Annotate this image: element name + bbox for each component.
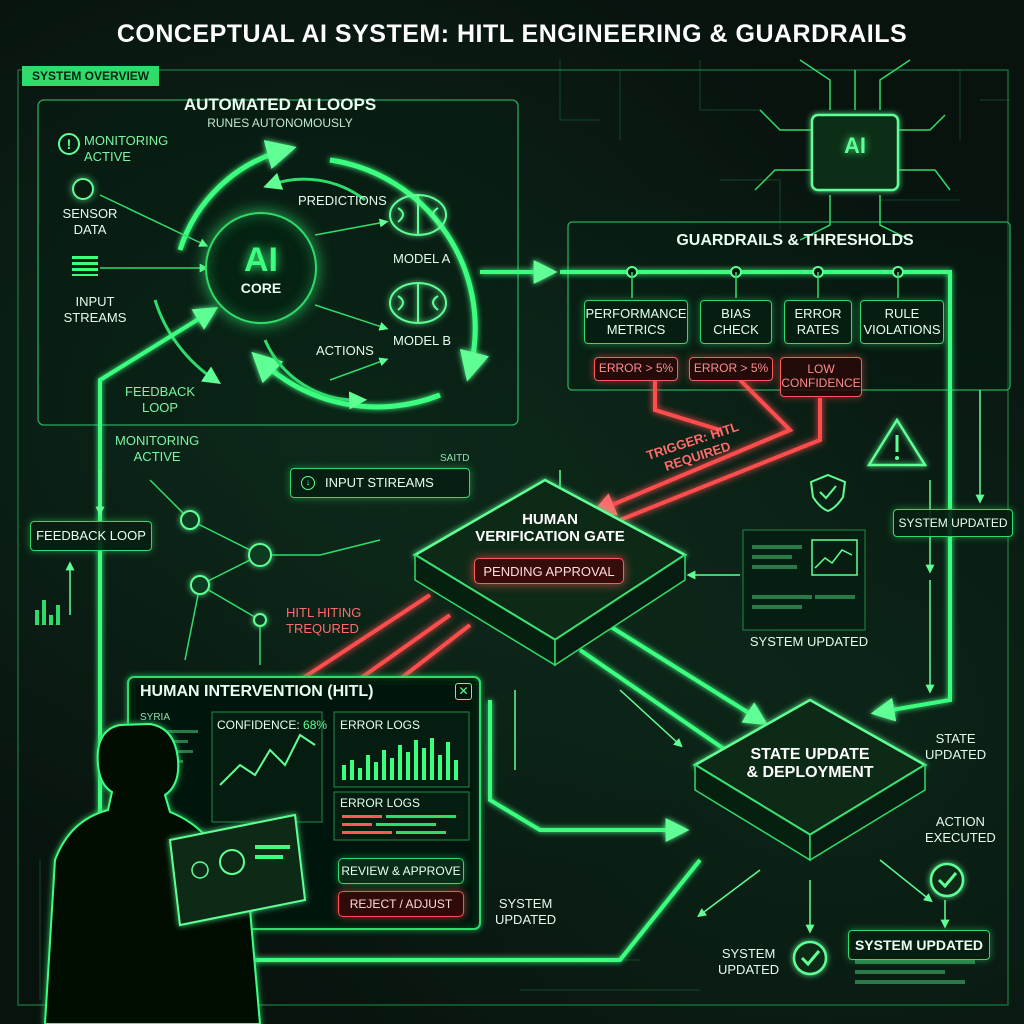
input-streams-icon [72, 256, 98, 276]
hitl-side-tag: SYRIA [140, 712, 171, 723]
ai-core: AI CORE [205, 212, 317, 324]
alert-icon: ! [58, 133, 80, 155]
deploy-slab [692, 698, 928, 862]
guardrails-title: GUARDRAILS & THRESHOLDS [676, 232, 914, 249]
performance-metrics-box: PERFORMANCE METRICS [584, 300, 688, 344]
error-rates-box: ERROR RATES [784, 300, 852, 344]
inner-arcs [153, 172, 368, 410]
check-circles [792, 862, 965, 976]
shield-graphic [809, 473, 847, 513]
alert-error-rate-2: ERROR > 5% [689, 357, 773, 381]
pending-approval-badge: PENDING APPROVAL [474, 558, 624, 584]
error-logs-title-2: ERROR LOGS [340, 796, 421, 810]
model-a-label: MODEL A [393, 251, 451, 266]
feedback-loop-label: FEEDBACK LOOP [125, 384, 196, 415]
system-overview-tag: SYSTEM OVERVIEW [22, 66, 160, 86]
loops-title: AUTOMATED AI LOOPS [183, 95, 377, 114]
monitoring-active-label: MONITORING ACTIVE [84, 133, 169, 164]
page-title: CONCEPTUAL AI SYSTEM: HITL ENGINEERING &… [116, 20, 908, 48]
core-connectors [99, 194, 389, 381]
deploy-title: STATE UPDATE & DEPLOYMENT [746, 746, 874, 782]
confidence-value: 68% [303, 718, 328, 732]
ai-chip-graphic [754, 59, 951, 241]
model-b-label: MODEL B [393, 333, 452, 348]
loop-arcs [177, 140, 489, 410]
tablet-graphic [168, 813, 307, 927]
system-updated-box: SYSTEM UPDATED [848, 930, 990, 960]
system-updated-bottom-label: SYSTEM UPDATED [718, 946, 780, 977]
warning-triangle-graphic [866, 417, 928, 467]
download-icon: ↓ [301, 476, 315, 490]
state-updated-label: STATE UPDATED [925, 731, 987, 762]
left-mini-chart [35, 600, 60, 625]
guardrail-drops [631, 272, 899, 298]
code-tag: SAITD [440, 453, 470, 464]
ai-chip-label: AI [844, 133, 866, 158]
sensor-data-label: SENSOR DATA [62, 206, 118, 237]
feedback-loop-box: FEEDBACK LOOP [30, 521, 152, 551]
confidence-label: CONFIDENCE: [217, 718, 300, 732]
network-lines [149, 479, 381, 665]
hitl-required-label: HITL HITING TREQURED [286, 605, 362, 636]
input-streams-box: ↓ INPUT STIREAMS [290, 468, 470, 498]
hitl-panel-title: HUMAN INTERVENTION (HITL) [140, 683, 374, 700]
alert-low-confidence: LOW CONFIDENCE [780, 357, 862, 397]
loops-subtitle: RUNES AUTONOMOUSLY [207, 116, 353, 130]
rule-violations-box: RULE VIOLATIONS [860, 300, 944, 344]
ai-core-label: CORE [240, 279, 282, 296]
error-log-bars [342, 738, 458, 780]
input-streams-label: INPUT STREAMS [63, 294, 127, 325]
bias-check-box: BIAS CHECK [700, 300, 772, 344]
confidence-sparkline [219, 733, 316, 786]
actions-label: ACTIONS [316, 343, 374, 358]
confidence-row: CONFIDENCE: 68% [217, 718, 327, 732]
input-streams-box-label: INPUT STIREAMS [325, 475, 434, 491]
left-monitoring-active: MONITORING ACTIVE [115, 433, 200, 464]
ai-core-title: AI [244, 240, 278, 279]
alert-error-rate-1: ERROR > 5% [594, 357, 678, 381]
system-updated-right-box: SYSTEM UPDATED [893, 509, 1013, 537]
review-approve-button[interactable]: REVIEW & APPROVE [338, 858, 464, 884]
predictions-label: PREDICTIONS [298, 193, 387, 208]
reject-adjust-button[interactable]: REJECT / ADJUST [338, 891, 464, 917]
brain-graphics [389, 194, 447, 324]
close-icon[interactable]: ✕ [455, 683, 472, 700]
action-executed-label: ACTION EXECUTED [925, 814, 996, 845]
system-updated-left-label: SYSTEM UPDATED [495, 896, 557, 927]
network-nodes [180, 510, 272, 627]
gate-title: HUMAN VERIFICATION GATE [475, 511, 625, 546]
sensor-icon [72, 178, 94, 200]
error-logs-title-1: ERROR LOGS [340, 718, 421, 732]
error-log-lines [342, 815, 456, 834]
system-updated-mid-label: SYSTEM UPDATED [749, 634, 869, 649]
